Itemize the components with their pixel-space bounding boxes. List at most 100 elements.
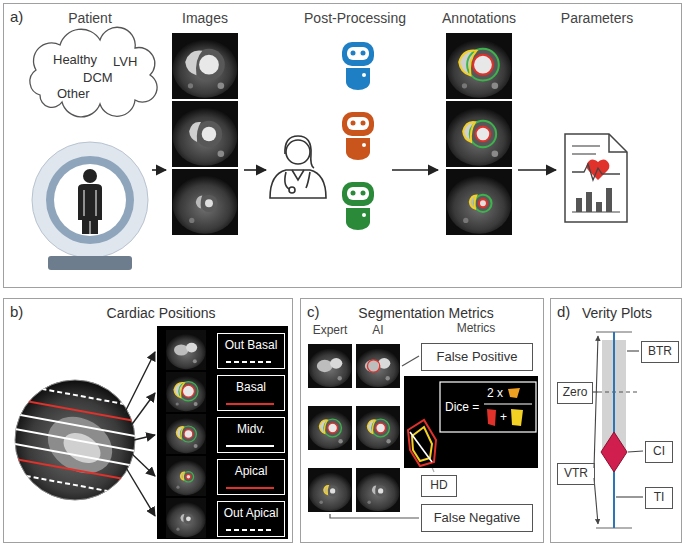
- segmentation-images: [356, 406, 400, 450]
- panel: b)Cardiac PositionsOut BasalBasalMidv.Ap…: [3, 298, 293, 543]
- flow-arrows: [392, 169, 438, 171]
- ai-robot-blue: [361, 51, 366, 56]
- mri-scanner: [48, 256, 132, 270]
- ai-robot-orange: [342, 112, 374, 160]
- dice-illustration: [408, 382, 536, 466]
- column-heading: Annotations: [442, 10, 516, 26]
- report-icon: [596, 202, 602, 212]
- node-text: Cardiac Positions: [107, 305, 216, 321]
- ai-robot-orange: [346, 138, 370, 160]
- slice-images: [166, 330, 206, 538]
- heart-long-axis: [10, 383, 140, 407]
- position-lines: [226, 362, 274, 530]
- condition-cloud: [30, 27, 157, 117]
- panel: a)HealthyLVHDCMOther: [3, 3, 682, 288]
- report-icon: [572, 164, 620, 180]
- heart-long-axis: [10, 413, 140, 437]
- ai-robot-green: [342, 182, 374, 230]
- annotated-images: [446, 169, 512, 235]
- column-heading: Metrics: [457, 322, 496, 336]
- plot-leaders: [594, 336, 598, 468]
- report-icon: [576, 198, 582, 212]
- dice-illustration: [487, 409, 496, 426]
- box-text: Basal: [236, 381, 266, 395]
- box-text: Apical: [235, 465, 268, 479]
- doctor-icon: [270, 170, 326, 198]
- metric-box: False Positive: [421, 343, 533, 371]
- image-strip: [157, 326, 288, 539]
- slice-arrows: [130, 393, 155, 427]
- column-heading: Expert: [313, 324, 348, 338]
- annotated-images: [446, 101, 512, 167]
- position-lines: [226, 403, 274, 405]
- heart-long-axis: [10, 458, 140, 482]
- mri-images: [172, 101, 238, 167]
- heart-long-axis: [58, 427, 106, 470]
- mri-scanner: [83, 169, 97, 183]
- doctor-icon: [285, 136, 314, 168]
- mri-scanner: [82, 219, 98, 234]
- position-label: Out Basal: [217, 333, 285, 369]
- doctor-icon: [292, 170, 304, 180]
- box-text: BTR: [648, 345, 672, 359]
- column-heading: Parameters: [561, 10, 633, 26]
- panel: d)Verity PlotsZeroBTRVTRCITI: [550, 298, 682, 543]
- slice-arrows: [134, 435, 155, 440]
- node-text: +: [500, 411, 507, 425]
- slice-images: [166, 330, 206, 370]
- ai-robot-blue: [347, 47, 369, 60]
- panel-letter: d): [557, 303, 570, 320]
- segmentation-images: [356, 468, 400, 512]
- verity-plot: [613, 332, 615, 528]
- mri-scanner: [54, 164, 126, 236]
- ai-robot-blue: [346, 68, 370, 90]
- column-heading: Post-Processing: [304, 10, 406, 26]
- plot-leaders: [628, 451, 643, 452]
- box-text: VTR: [564, 467, 588, 481]
- report-icon: [572, 145, 600, 147]
- ai-robot-green: [362, 213, 366, 217]
- plot-label: VTR: [557, 463, 595, 485]
- report-icon: [572, 153, 596, 155]
- slice-images: [166, 456, 206, 496]
- slice-images: [166, 498, 206, 538]
- heart-long-axis: [10, 398, 140, 422]
- doctor-icon: [289, 187, 295, 193]
- plot-leaders: [593, 336, 643, 524]
- ai-robot-green: [361, 191, 366, 196]
- dice-panel: [404, 376, 538, 468]
- dice-illustration: [410, 432, 432, 462]
- mri-scanner: [32, 142, 148, 258]
- position-label: Apical: [217, 459, 285, 495]
- position-lines: [226, 361, 274, 363]
- dice-illustration: [511, 409, 523, 426]
- ai-robot-blue: [351, 51, 356, 56]
- ai-robot-green: [347, 187, 369, 200]
- node-text: Verity Plots: [582, 305, 652, 321]
- mri-images: [172, 33, 238, 99]
- flow-arrows: [518, 169, 556, 171]
- report-icon: [565, 134, 627, 222]
- plot-label: Zero: [557, 382, 593, 404]
- box-text: HD: [430, 479, 447, 493]
- dice-illustration: [508, 388, 520, 398]
- ai-robot-blue: [342, 42, 374, 90]
- dice-formula: Dice =2 x+: [405, 377, 539, 469]
- slice-arrows: [131, 453, 155, 476]
- box-text: Midv.: [237, 423, 265, 437]
- metric-box: HD: [421, 475, 457, 497]
- heart-long-axis: [10, 443, 140, 467]
- node-text: Other: [57, 87, 90, 102]
- mri-scanner: [32, 142, 148, 270]
- plot-leaders: [627, 350, 639, 351]
- report-icon: [586, 192, 592, 212]
- verity-plot: [598, 391, 640, 392]
- verity-plot: [596, 332, 640, 528]
- ai-robot-orange: [351, 121, 356, 126]
- position-label: Midv.: [217, 417, 285, 453]
- column-heading: Patient: [68, 10, 112, 26]
- metric-leaders: [402, 356, 419, 366]
- segmentation-images: [308, 468, 352, 512]
- ai-robot-orange: [362, 143, 366, 147]
- position-label: Basal: [217, 375, 285, 411]
